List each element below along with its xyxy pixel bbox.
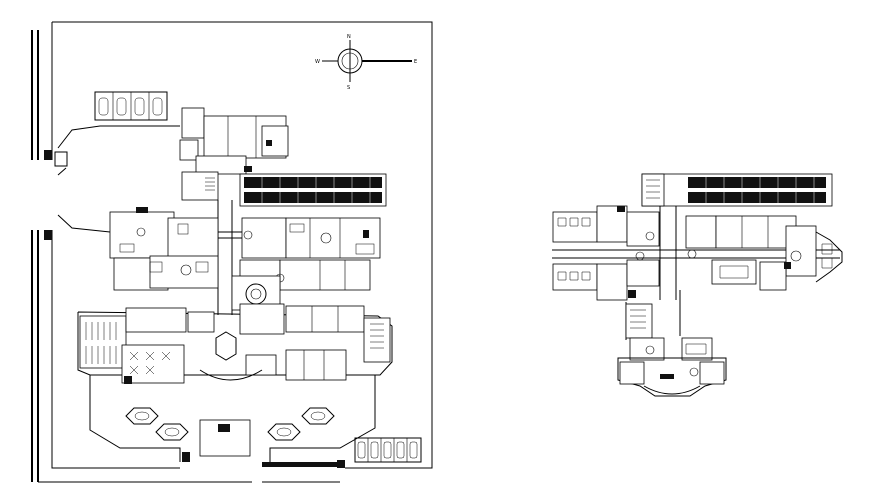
compass-south-label: S — [347, 85, 350, 91]
compass-east-label: E — [414, 59, 417, 65]
compass-north-label: N — [347, 34, 351, 40]
driveway — [54, 125, 180, 233]
site-boundary — [31, 21, 433, 483]
upper-east-wing — [685, 215, 843, 291]
upper-hatched-strip — [641, 173, 833, 207]
upper-south-wing — [617, 290, 727, 397]
north-arrow-compass: N S W E — [315, 34, 417, 91]
south-main-block — [77, 303, 393, 384]
compass-west-label: W — [315, 59, 320, 65]
east-wing — [239, 217, 381, 291]
parking-bays-top — [94, 91, 168, 121]
forecourt — [89, 375, 376, 468]
ground-floor-plan: N S W E — [31, 21, 433, 483]
upper-west-wing — [552, 205, 660, 301]
north-wing — [179, 107, 289, 201]
west-wing — [109, 207, 219, 291]
upper-floor-plan — [552, 173, 843, 397]
hatched-strip-top — [239, 173, 387, 207]
parking-bays-bottom — [354, 437, 422, 463]
